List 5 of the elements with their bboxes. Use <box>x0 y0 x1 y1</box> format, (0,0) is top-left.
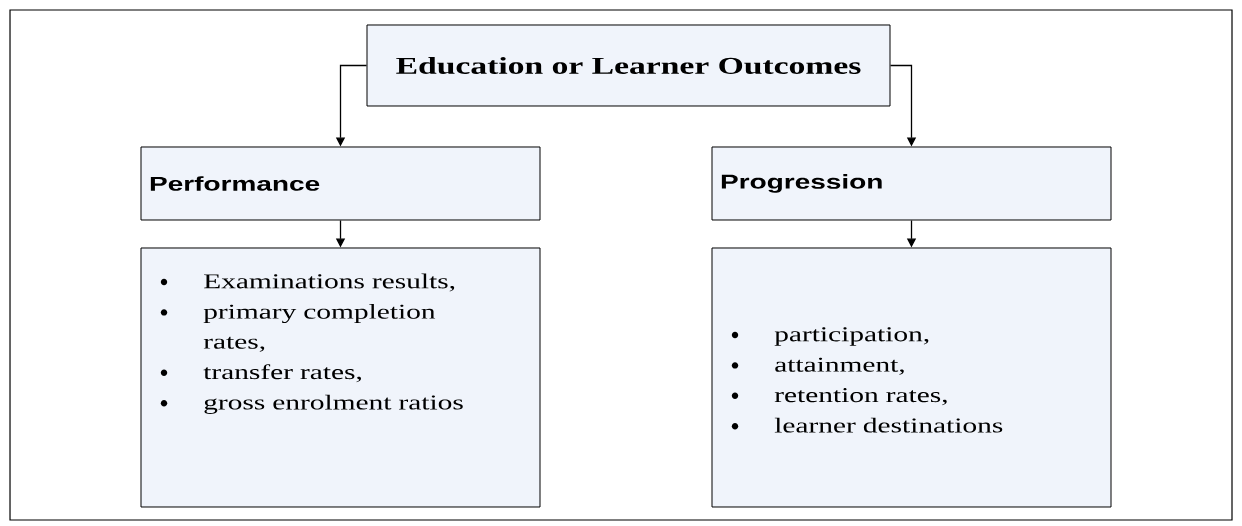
heading-box: Performance <box>140 146 541 221</box>
title-box: Education or Learner Outcomes <box>366 24 891 107</box>
heading-box: Progression <box>711 146 1112 221</box>
list-box: Examinations results, primary completion rates, transfer rates, gross enrolment ratios <box>140 247 541 508</box>
list-box: participation, attainment, retention rates, learner destinations <box>711 247 1112 508</box>
